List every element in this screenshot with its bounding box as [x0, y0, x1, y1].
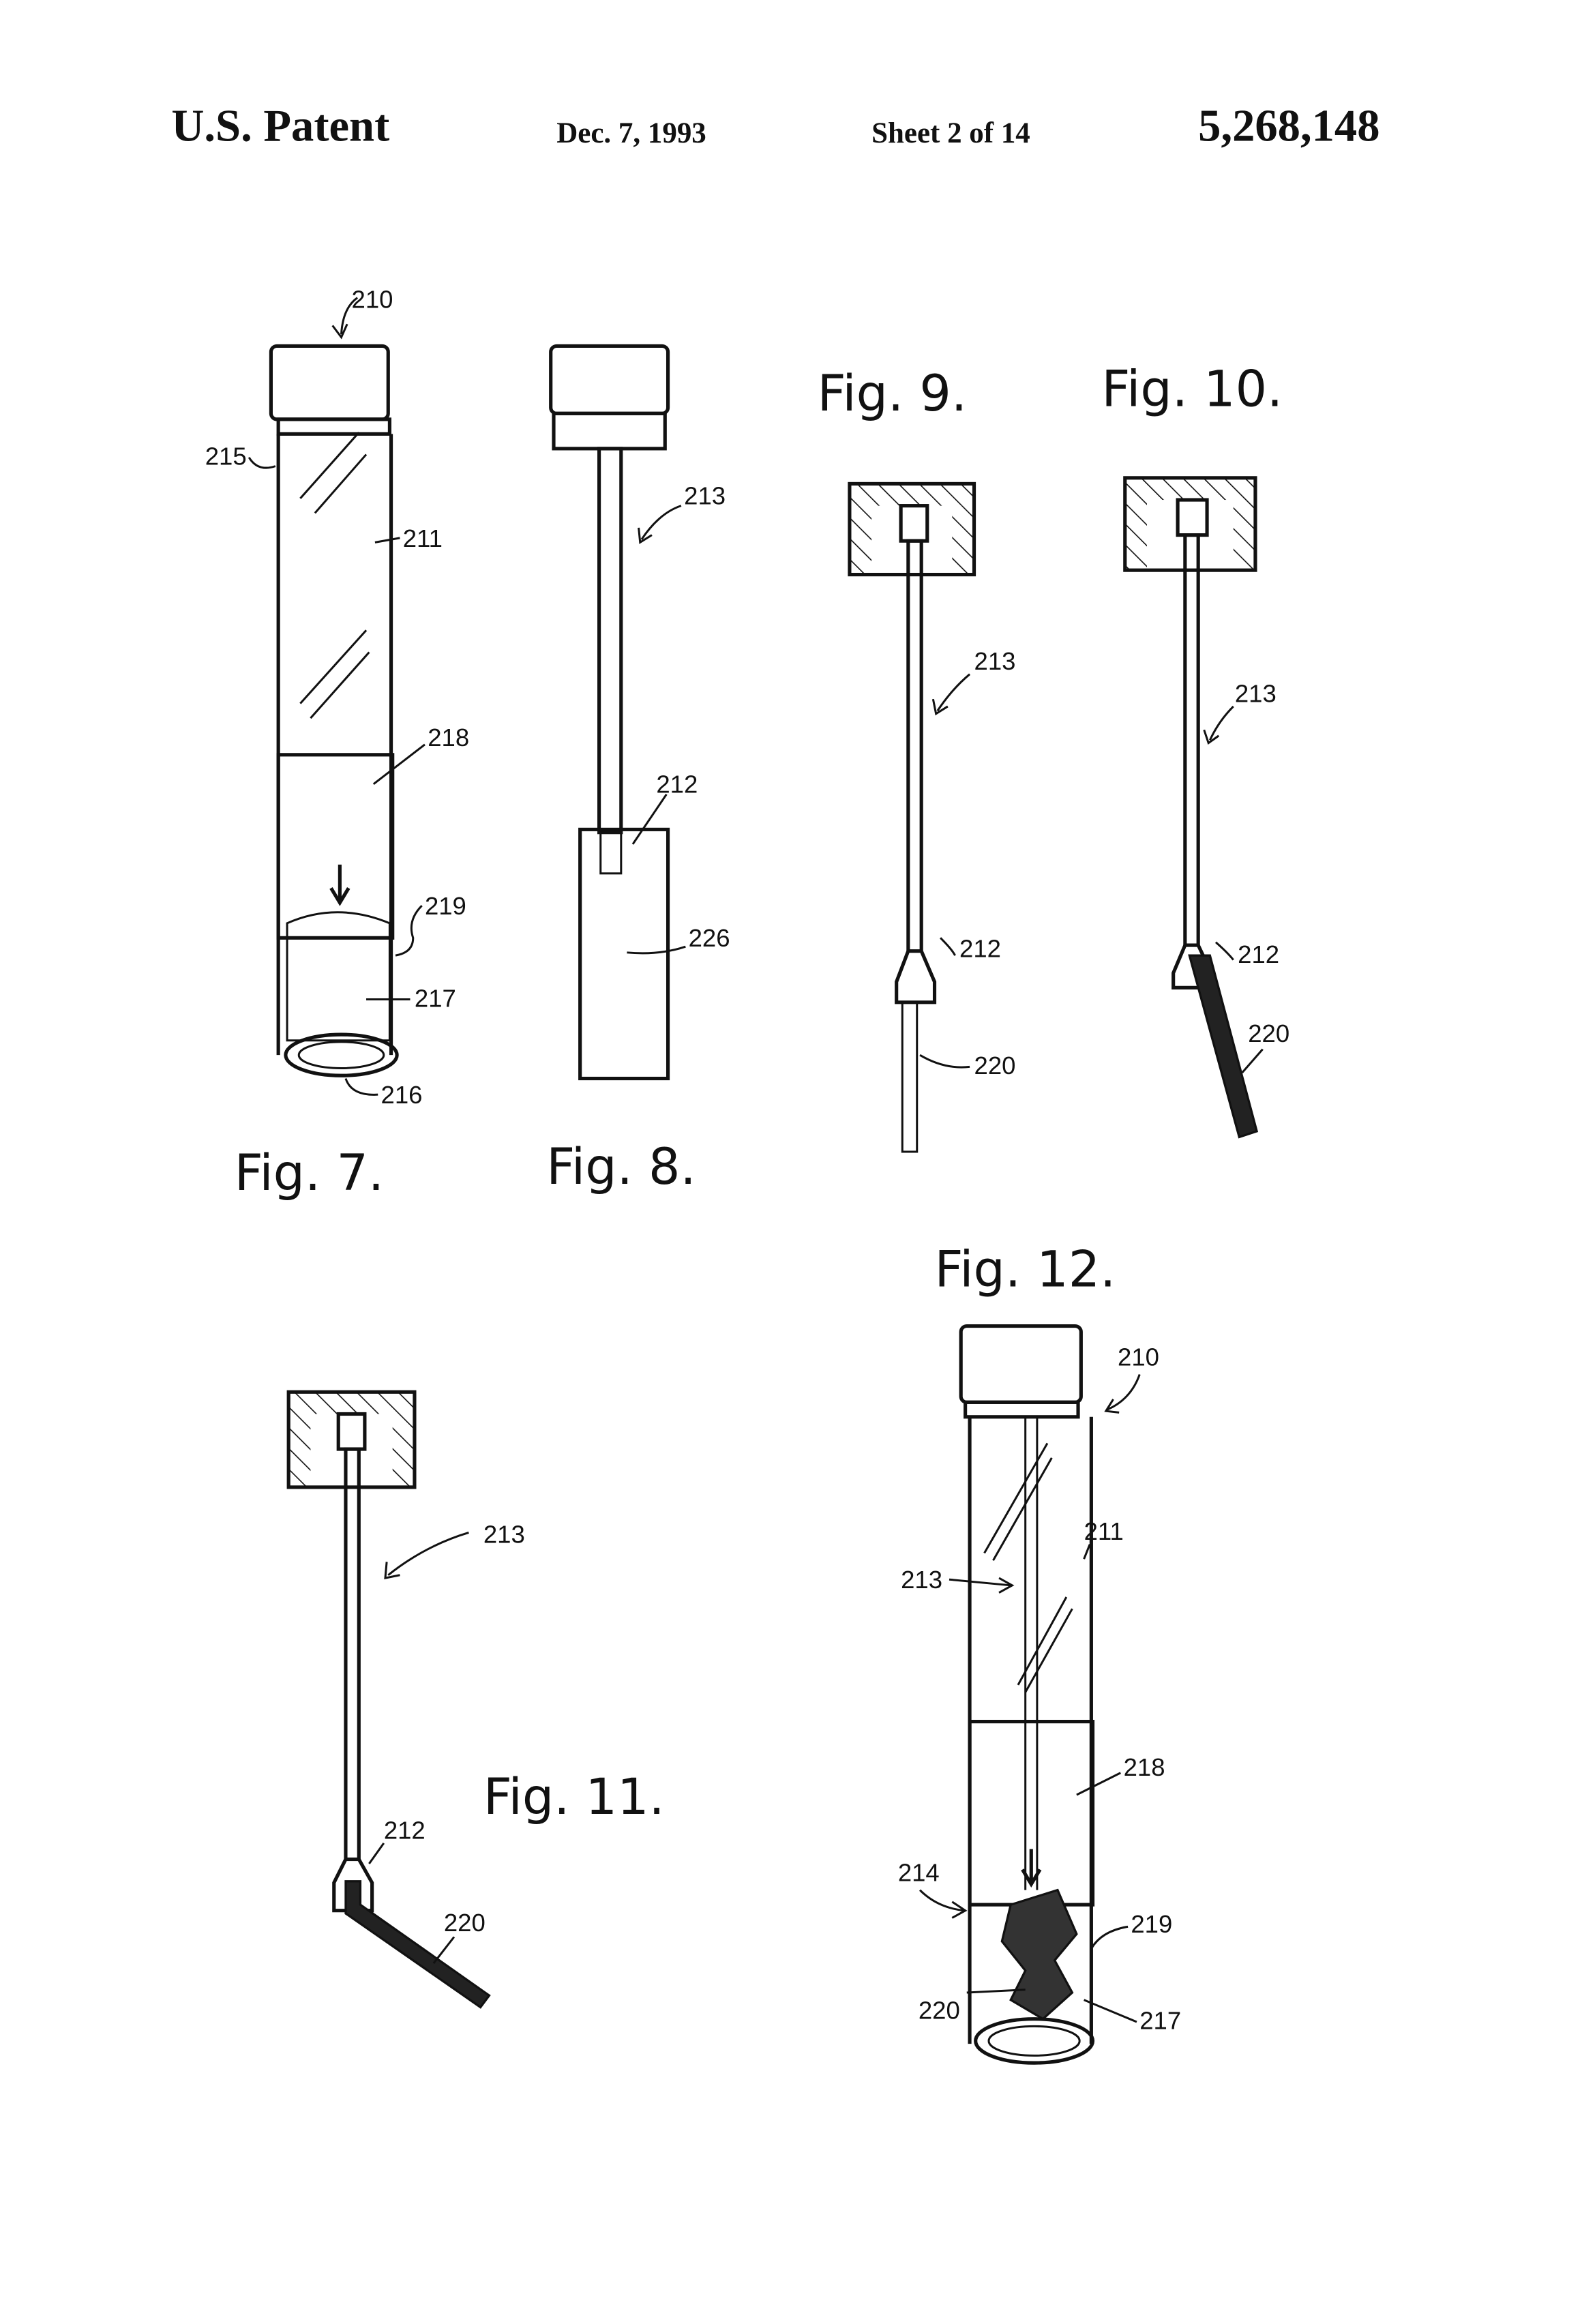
ref-219: 219: [1131, 1910, 1172, 1938]
figure-9-title: Fig. 9.: [818, 365, 967, 423]
ref-213: 213: [1235, 679, 1277, 707]
ref-220: 220: [919, 1997, 960, 2025]
header-patent-number: 5,268,148: [1198, 102, 1379, 151]
figure-11-title: Fig. 11.: [483, 1768, 665, 1826]
ref-218: 218: [428, 724, 469, 751]
ref-218: 218: [1124, 1753, 1165, 1781]
ref-212: 212: [959, 934, 1001, 962]
ref-213: 213: [483, 1521, 525, 1549]
figure-8-title: Fig. 8.: [546, 1138, 696, 1196]
header-patent-label: U.S. Patent: [171, 102, 389, 151]
ref-220: 220: [444, 1909, 486, 1937]
figure-12: Fig. 12. 210 211 213 218 214 219 220 217: [898, 1241, 1181, 2065]
ref-212: 212: [656, 771, 698, 799]
figure-8: 213 212 226 Fig. 8.: [546, 344, 730, 1196]
ref-213: 213: [684, 481, 726, 509]
header-date: Dec. 7, 1993: [556, 117, 706, 149]
ref-219: 219: [425, 892, 466, 920]
figure-10-title: Fig. 10.: [1101, 361, 1283, 419]
ref-212: 212: [384, 1816, 426, 1844]
ref-212: 212: [1238, 940, 1279, 968]
ref-226: 226: [689, 924, 730, 952]
ref-220: 220: [974, 1052, 1016, 1079]
figure-7-title: Fig. 7.: [235, 1144, 384, 1202]
ref-217: 217: [415, 984, 456, 1012]
ref-211: 211: [1084, 1517, 1124, 1545]
figure-7: 210 215 211 218 219 217 216 Fig. 7.: [205, 286, 469, 1202]
figure-9: Fig. 9. 213 212 220: [818, 365, 1016, 1153]
ref-216: 216: [381, 1081, 423, 1109]
sheet-header: U.S. Patent Dec. 7, 1993 Sheet 2 of 14 5…: [171, 102, 1379, 151]
figure-12-title: Fig. 12.: [935, 1241, 1116, 1299]
ref-215: 215: [205, 442, 247, 470]
ref-210: 210: [352, 286, 393, 314]
figure-10: Fig. 10. 213 212 220: [1101, 361, 1289, 1139]
ref-213: 213: [901, 1566, 942, 1594]
header-sheet: Sheet 2 of 14: [871, 117, 1030, 149]
ref-210: 210: [1118, 1343, 1159, 1371]
figure-11: 213 Fig. 11. 212 220: [286, 1390, 665, 2009]
ref-220: 220: [1248, 1019, 1289, 1047]
ref-214: 214: [898, 1859, 940, 1887]
ref-211: 211: [403, 524, 443, 552]
ref-213: 213: [974, 647, 1016, 675]
ref-217: 217: [1139, 2007, 1181, 2035]
